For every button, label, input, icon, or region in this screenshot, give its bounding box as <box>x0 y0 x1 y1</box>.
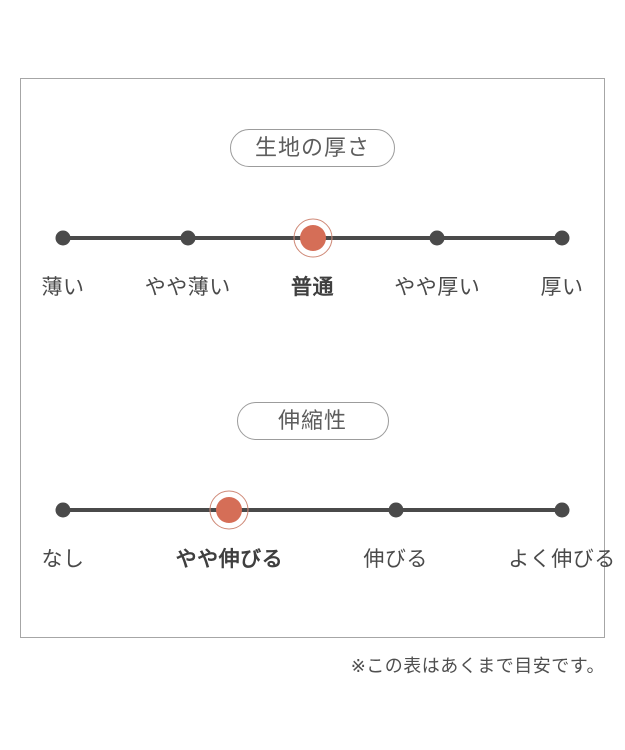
scale-dot <box>554 230 570 246</box>
scale-option-label: 普通 <box>291 276 334 299</box>
scale-line <box>63 508 562 512</box>
stretch-title: 伸縮性 <box>277 408 347 433</box>
scale-option-label: やや薄い <box>144 276 231 299</box>
scale-dot <box>429 230 445 246</box>
selected-dot-ring <box>293 218 332 258</box>
scale-option-label: 厚い <box>540 276 584 299</box>
scale-dot <box>388 502 404 518</box>
scale-dot <box>55 230 71 246</box>
scale-dot <box>55 502 71 518</box>
fabric-thickness-title-pill: 生地の厚さ <box>229 129 395 168</box>
scale-option-label: 伸びる <box>363 548 428 571</box>
attribute-panel: 生地の厚さ 薄い やや薄い 普通 やや厚い 厚い 伸縮性 なし やや伸びる 伸びる よく伸びる <box>20 78 615 638</box>
scale-option-label: 薄い <box>41 276 85 299</box>
selected-dot <box>293 218 332 258</box>
scale-option-label: やや伸びる <box>175 548 284 571</box>
scale-option-label: なし <box>41 548 85 571</box>
fabric-thickness-title-row: 生地の厚さ <box>21 129 604 168</box>
selected-dot-ring <box>209 490 249 530</box>
scale-option-label: よく伸びる <box>508 548 616 571</box>
scale-option-label: やや厚い <box>394 276 481 299</box>
stretch-title-row: 伸縮性 <box>21 402 604 441</box>
stretch-title-pill: 伸縮性 <box>236 402 389 441</box>
scale-dot <box>554 502 570 518</box>
selected-dot <box>209 490 249 530</box>
fabric-thickness-title: 生地の厚さ <box>254 135 370 160</box>
scale-dot <box>180 230 196 246</box>
disclaimer-note: ※この表はあくまで目安です。 <box>350 656 605 676</box>
